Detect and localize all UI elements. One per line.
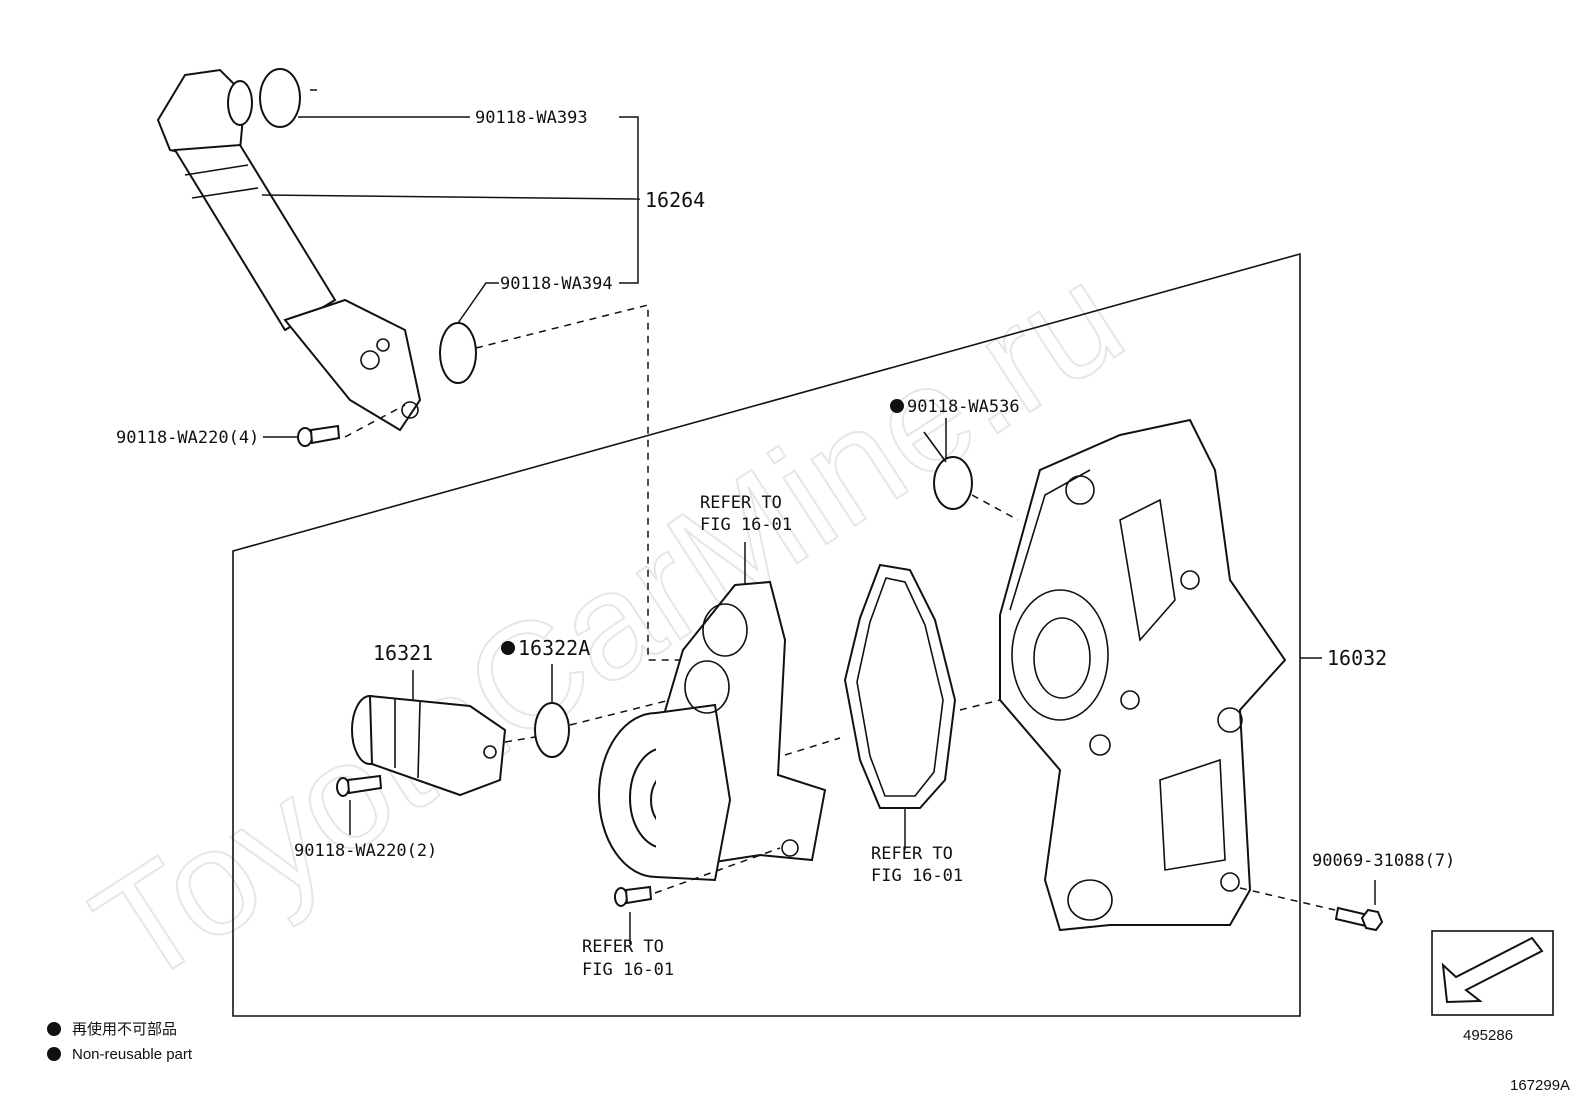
label-90118-wa394: 90118-WA394 [500, 274, 613, 294]
axis-inlet [504, 694, 691, 743]
bracket-hose [619, 116, 639, 284]
legend-english: Non-reusable part [72, 1046, 193, 1063]
axis-pump [654, 847, 781, 894]
o-ring-inlet[interactable] [534, 702, 570, 758]
label-refer-mid-1: REFER TO [871, 844, 953, 864]
label-16322a: 16322A [518, 636, 590, 660]
assembly-frame [232, 252, 1301, 1017]
label-90118-wa536: 90118-WA536 [907, 397, 1020, 417]
label-16321: 16321 [373, 641, 433, 665]
label-refer-top-2: FIG 16-01 [700, 515, 792, 535]
label-90118-wa393: 90118-WA393 [475, 108, 588, 128]
axis-housing-bolt [1239, 887, 1336, 911]
legend-mark-jp [47, 1022, 61, 1036]
legend-japanese: 再使用不可部品 [72, 1021, 177, 1038]
non-reusable-mark-16322a [501, 641, 515, 655]
label-90069-31088-7: 90069-31088(7) [1312, 851, 1455, 871]
watermark: ToyotaCarMine.ru [66, 231, 1150, 1017]
axis-gasket [784, 699, 1001, 756]
non-reusable-mark-wa536 [890, 399, 904, 413]
water-inlet[interactable] [351, 694, 507, 797]
figure-code: 167299A [1510, 1077, 1570, 1094]
label-refer-mid-2: FIG 16-01 [871, 866, 963, 886]
bolt-pump-icon[interactable] [614, 885, 653, 907]
legend-mark-en [47, 1047, 61, 1061]
view-orientation-box [1431, 930, 1554, 1016]
label-refer-top-1: REFER TO [700, 493, 782, 513]
bolt-inlet-icon[interactable] [336, 774, 383, 797]
direction-arrow-icon [1441, 936, 1544, 1004]
o-ring-top[interactable] [259, 68, 301, 128]
pump-gasket[interactable] [843, 563, 957, 809]
leader-wa394 [457, 282, 499, 324]
bolt-housing-icon[interactable] [1334, 906, 1384, 932]
water-pump-housing[interactable] [999, 418, 1287, 932]
view-code: 495286 [1463, 1027, 1513, 1044]
label-16032: 16032 [1327, 646, 1387, 670]
seal-ring[interactable] [923, 431, 973, 510]
label-refer-bot-2: FIG 16-01 [582, 960, 674, 980]
water-pump[interactable] [598, 580, 827, 882]
axis-seal [971, 494, 1019, 521]
gasket-lower[interactable] [439, 322, 477, 384]
leader-16264 [261, 194, 641, 200]
water-hose-assembly[interactable] [156, 68, 422, 432]
label-90118-wa220-2: 90118-WA220(2) [294, 841, 437, 861]
label-16264: 16264 [645, 188, 705, 212]
axis-hose [310, 89, 690, 661]
label-refer-bot-1: REFER TO [582, 937, 664, 957]
bolt-hose-icon[interactable] [297, 424, 341, 447]
label-90118-wa220-4: 90118-WA220(4) [116, 428, 259, 448]
